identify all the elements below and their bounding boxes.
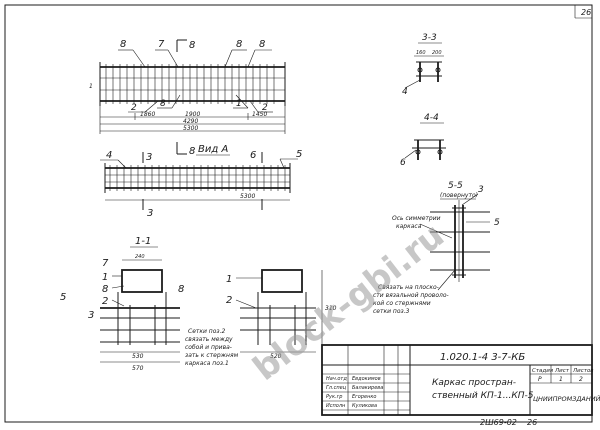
plan-dim-2: 1860 [140,111,155,118]
section-1-1: 1-1 7 1 8 2 5 3 8 1 2 [60,236,337,372]
stamp-name-3: Егоренко [352,394,376,400]
stamp-role-2: Гл.спец [326,385,347,391]
notes: Сетки поз.2 связать между собой и прива-… [185,269,456,367]
section-1-1-dim-1: 240 [135,254,145,260]
view-a-title: Вид А [198,144,228,155]
view-a-label-4: 5 [296,149,302,160]
section-4-4: 4-4 6 [400,113,446,168]
sheets-header: Листов [572,368,594,374]
note-right-line-2: сти вязальной проволо- [373,292,449,299]
plan-label-1: 8 [120,39,126,50]
stamp-name-4: Куликова [352,403,377,409]
view-a-label-1: 4 [106,150,112,161]
section-1-1-label-6: 3 [88,310,94,321]
plan-label-4: 8 [259,39,265,50]
section-3-3-title: 3-3 [422,33,437,43]
plan-dim-3: 4290 [183,118,198,125]
section-3-3-label-1: 4 [402,87,408,97]
plan-cut-mark-bottom: 8 [189,146,195,157]
section-1-1-dim-3: 570 [132,365,144,372]
view-a-dim-1: 5300 [240,193,255,200]
drawing-code: 1.020.1-4 3-7-КБ [440,352,525,363]
note-bottom-line-4: зать к стержням [185,352,239,359]
view-a-stirrups [109,165,286,191]
sheet-value: 1 [559,376,563,383]
stamp-grid [322,345,410,415]
stage-value: Р [538,376,542,383]
stamp-role-4: Исполн [326,403,346,409]
section-1-1-title: 1-1 [135,236,151,247]
page-number: 26 [581,8,591,17]
section-1-1-label-8: 1 [226,274,232,285]
plan-dim-1: 1900 [185,111,200,118]
note-bottom-line-1: Сетки поз.2 [188,328,225,335]
organization: ЦНИИПРОМЗДАНИЙ [533,394,600,403]
section-1-1-label-3: 8 [102,284,108,295]
section-4-4-title: 4-4 [424,113,439,123]
note-right-line-4: сетки поз.3 [373,308,410,315]
plan-label-2: 7 [158,39,165,50]
section-1-1-label-1: 7 [102,258,109,269]
section-1-1-dim-2: 530 [132,353,144,360]
sheet-header: Лист [554,368,570,374]
plan-label-8: 2 [262,103,268,113]
section-5-5-axis-note-2: каркаса [396,223,422,230]
drawing-name-line-1: Каркас простран- [432,378,516,388]
drawing-name-line-2: ственный КП-1...КП-5 [432,391,534,401]
stamp-role-1: Нач.отд [326,376,347,382]
plan-label-5: 2 [131,103,137,113]
note-bottom-line-3: собой и прива- [185,344,232,351]
plan-label-6: 8 [160,99,166,109]
section-5-5-label-1: 3 [478,185,484,195]
archive-number: 2Ш69-02 [480,418,517,427]
plan-top-view: 8 8 8 7 8 8 2 8 1 2 1 1900 [89,39,286,157]
section-5-5: 5-5 (повернуто) 3 5 Ось симметрии каркас… [392,181,500,282]
stage-header: Стадия [532,368,554,374]
section-1-1-label-4: 2 [102,296,108,307]
plan-dim-5: 1450 [252,111,267,118]
note-bottom-line-2: связать между [185,336,233,343]
plan-label-7: 1 [236,99,242,109]
plan-label-9: 1 [89,83,93,90]
section-3-3-dim-2: 200 [432,50,442,56]
section-3-3-dim-1: 160 [416,50,426,56]
section-1-1-label-5: 5 [60,292,66,303]
plan-cut-mark-top: 8 [189,40,195,51]
sheets-value: 2 [579,376,583,383]
section-5-5-label-2: 5 [494,218,500,228]
stamp-name-2: Балакирева [352,385,383,391]
view-a-label-3: 6 [250,150,256,161]
section-5-5-title: 5-5 [448,181,463,191]
section-1-1-label-9: 2 [226,295,232,306]
note-right-line-1: Связать на плоско- [378,284,439,291]
stamp-name-1: Евдокимов [352,376,381,382]
view-a-label-5: 3 [147,208,153,219]
view-a: Вид А 4 3 6 5 3 5300 [100,144,302,219]
section-1-1-dim-5: 310 [325,305,337,312]
section-4-4-label-1: 6 [400,158,406,168]
section-1-1-label-2: 1 [102,272,108,283]
stamp-role-3: Рук.гр [326,394,342,400]
note-right-line-3: кой со стержнями [373,300,431,307]
archive-page: 26 [527,418,537,427]
plan-stirrups [105,64,275,104]
section-5-5-subtitle: (повернуто) [440,192,478,199]
sheet-frame: 26 [4,4,593,423]
section-1-1-dim-4: 520 [270,353,282,360]
title-block: 1.020.1-4 3-7-КБ Каркас простран- ственн… [321,344,600,427]
section-3-3: 3-3 160 200 4 [402,33,444,97]
plan-dim-4: 5300 [183,125,198,132]
note-bottom-line-5: каркаса поз.1 [185,360,229,367]
view-a-label-2: 3 [146,152,152,163]
section-5-5-axis-note-1: Ось симметрии [392,215,441,222]
plan-label-3: 8 [236,39,242,50]
section-1-1-label-7: 8 [178,284,184,295]
